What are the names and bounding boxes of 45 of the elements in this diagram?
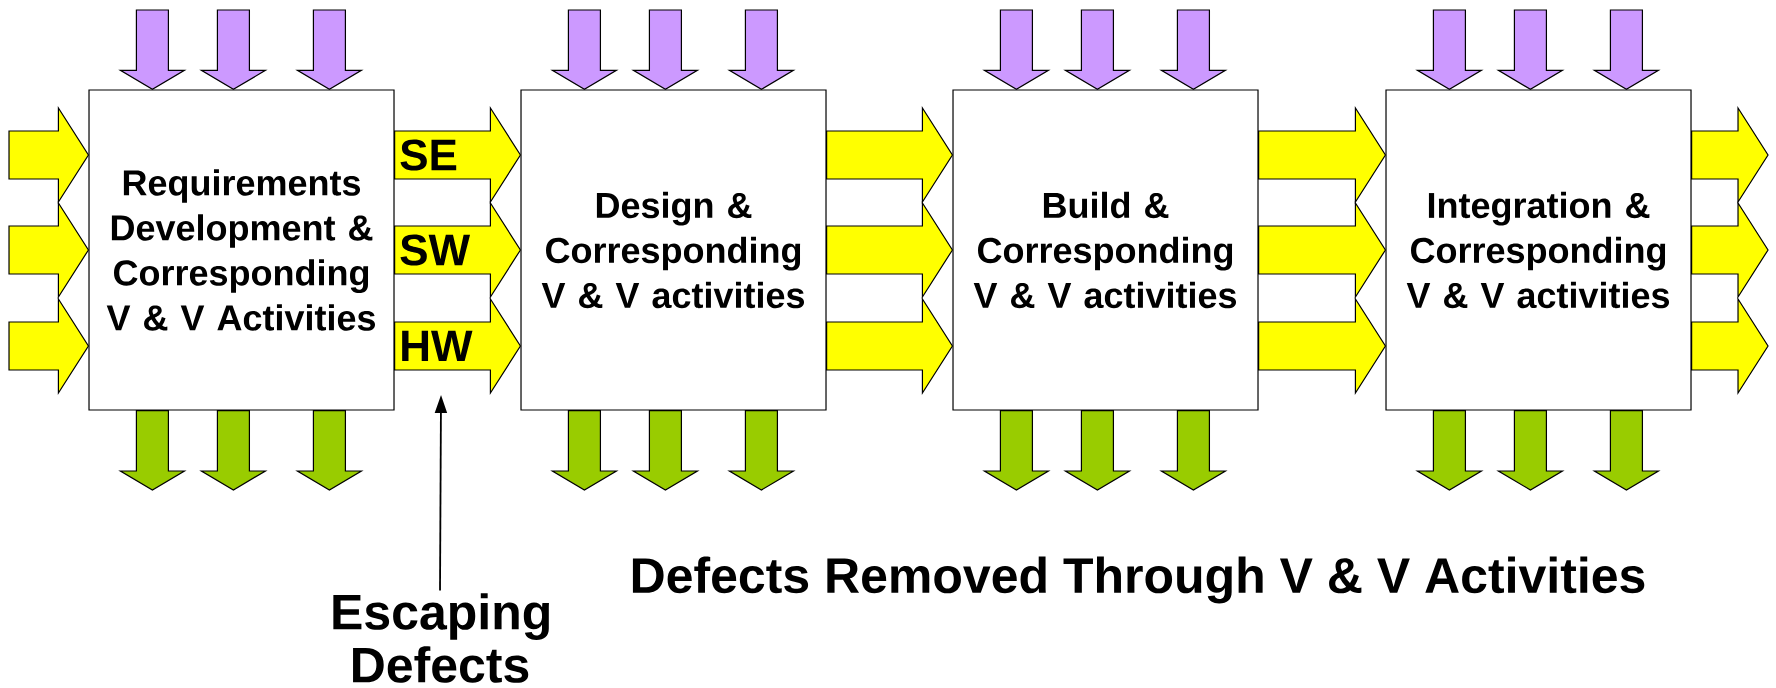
block-arrow [1159, 410, 1228, 491]
edge-label: SE [398, 138, 459, 172]
block-arrow [1592, 410, 1661, 491]
callout-text: Escaping Defects [333, 593, 549, 683]
block-arrow [826, 296, 954, 396]
process-box: Design & Corresponding V & V activities [520, 89, 827, 411]
block-arrow [1159, 9, 1228, 91]
block-arrow [1496, 9, 1565, 91]
block-arrow [1691, 200, 1769, 300]
process-box: Requirements Development & Corresponding V & V Activities [88, 89, 395, 411]
annotation-text: Defects Removed Through V & V Activities [632, 556, 1645, 604]
block-arrow [1258, 296, 1387, 396]
block-arrow [982, 9, 1051, 91]
block-arrow [1691, 105, 1769, 205]
block-arrow [1063, 410, 1132, 491]
block-arrow [1415, 9, 1484, 91]
block-arrow [295, 9, 364, 91]
process-box: Integration & Corresponding V & V activities [1385, 89, 1692, 411]
block-arrow [1415, 410, 1484, 491]
block-arrow [550, 9, 619, 91]
block-arrow [1691, 296, 1769, 396]
block-arrow [1258, 200, 1387, 300]
block-arrow [1063, 9, 1132, 91]
block-arrow [982, 410, 1051, 491]
edge-label: SW [398, 233, 472, 267]
block-arrow [631, 410, 700, 491]
block-arrow [727, 410, 796, 491]
block-arrow [199, 9, 268, 91]
block-arrow [8, 105, 90, 205]
block-arrow [8, 296, 90, 396]
block-arrow [1592, 9, 1661, 91]
block-arrow [295, 410, 364, 491]
block-arrow [1496, 410, 1565, 491]
block-arrow [1258, 105, 1387, 205]
block-arrow [199, 410, 268, 491]
block-arrow [8, 200, 90, 300]
block-arrow [727, 9, 796, 91]
block-arrow [826, 105, 954, 205]
block-arrow [118, 9, 187, 91]
block-arrow [118, 410, 187, 491]
process-box: Build & Corresponding V & V activities [952, 89, 1259, 411]
block-arrow [631, 9, 700, 91]
block-arrow [826, 200, 954, 300]
block-arrow [550, 410, 619, 491]
edge-label: HW [398, 329, 474, 363]
